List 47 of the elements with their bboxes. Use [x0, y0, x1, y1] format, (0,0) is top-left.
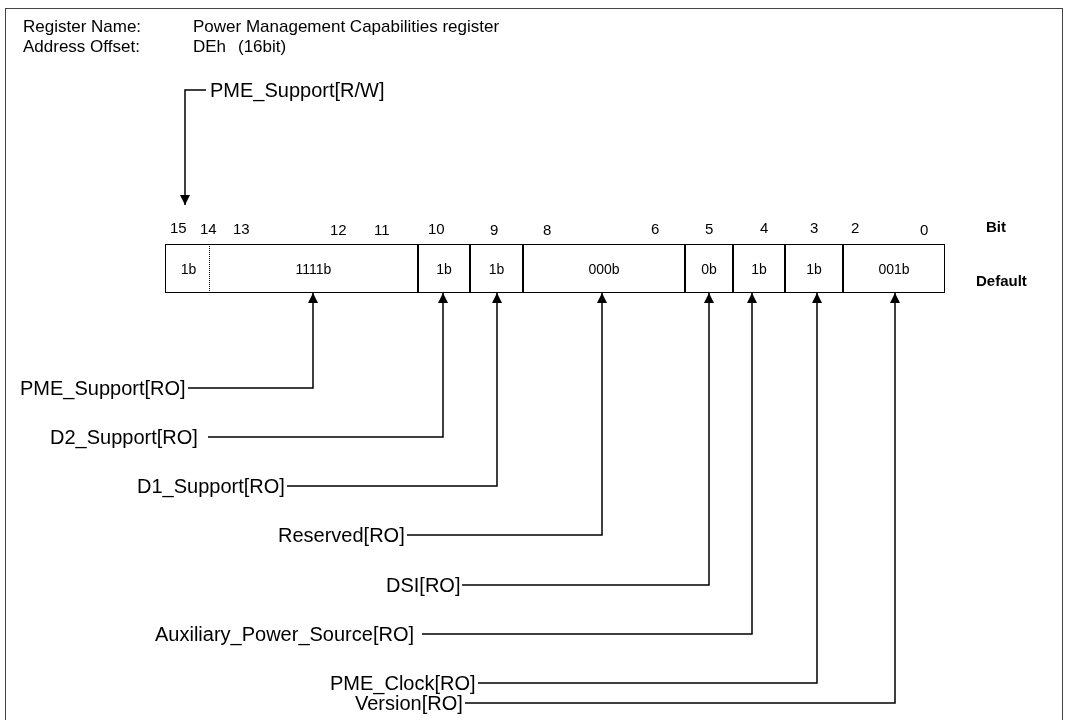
bit-number: 12 [330, 222, 347, 237]
register-field: 1b [785, 244, 843, 293]
bit-number: 10 [428, 221, 445, 236]
bit-number: 11 [374, 222, 390, 237]
row-heading: Bit [986, 219, 1006, 234]
field-name: PME_Support[RO] [20, 376, 186, 400]
arrow [286, 292, 502, 487]
address-offset: DEh [193, 38, 227, 55]
arrow [421, 292, 757, 635]
register-field: 1b [733, 244, 785, 293]
bit-number: 2 [851, 220, 860, 235]
row-heading: Default [976, 273, 1027, 288]
field-name: PME_Clock[RO] [330, 671, 476, 695]
bit-number: 13 [233, 221, 250, 236]
bit-number: 15 [170, 220, 187, 235]
register-field: 1b [470, 244, 523, 293]
field-name: D2_Support[RO] [50, 425, 198, 449]
field-name: Reserved[RO] [278, 523, 405, 547]
register-field: 1111b [209, 244, 418, 293]
register-field: 1b [165, 244, 211, 293]
field-caption: Register Name: [23, 18, 142, 35]
arrow [187, 292, 318, 389]
bit-number: 6 [651, 221, 660, 236]
field-name: PME_Support[R/W] [210, 78, 385, 102]
arrow [477, 292, 822, 684]
register-field: 0b [685, 244, 733, 293]
register-width: (16bit) [238, 38, 287, 55]
arrow [207, 292, 448, 438]
register-field: 001b [843, 244, 945, 293]
register-field: 000b [523, 244, 685, 293]
bit-number: 9 [490, 222, 499, 237]
arrow [180, 89, 207, 206]
bit-number: 3 [810, 220, 819, 235]
bit-number: 8 [543, 222, 552, 237]
field-name: Auxiliary_Power_Source[RO] [155, 622, 414, 646]
field-name: D1_Support[RO] [137, 474, 285, 498]
register-field: 1b [418, 244, 470, 293]
arrow [406, 292, 607, 536]
bit-number: 4 [760, 220, 769, 235]
bit-number: 5 [705, 221, 714, 236]
arrow [464, 292, 900, 704]
field-name: DSI[RO] [386, 573, 461, 597]
field-caption: Address Offset: [23, 38, 140, 55]
arrow [461, 292, 714, 586]
bit-number: 14 [200, 221, 217, 236]
register-name: Power Management Capabilities register [193, 18, 500, 35]
bit-number: 0 [920, 222, 929, 237]
